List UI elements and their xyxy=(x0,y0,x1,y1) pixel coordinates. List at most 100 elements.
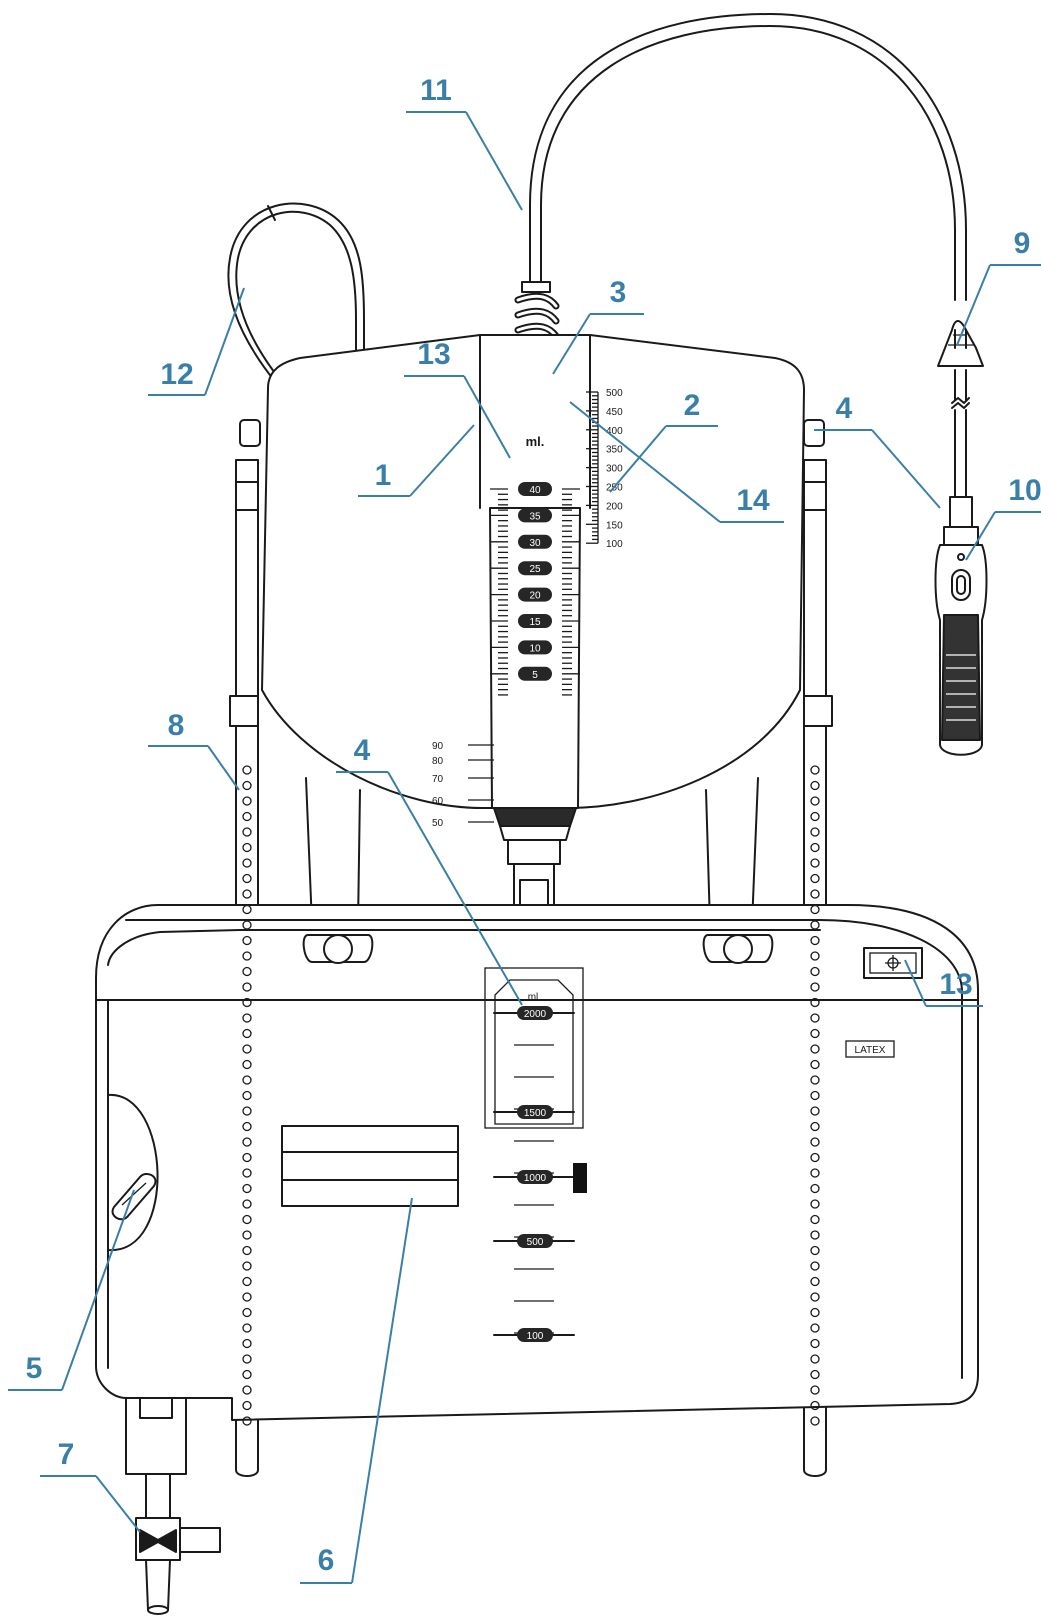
callout-c8: 8 xyxy=(148,709,240,791)
strap-hole xyxy=(810,780,820,791)
strap-hole xyxy=(810,997,820,1008)
strap-hole xyxy=(810,1292,820,1302)
meter-scales: ml.4035302520151055004504003503002502001… xyxy=(432,388,623,829)
callout-c14: 14 xyxy=(569,401,784,523)
bag-graduation-window xyxy=(484,967,584,1129)
callout-number: 13 xyxy=(417,338,450,371)
callout-leader xyxy=(904,959,927,1007)
strap-hole xyxy=(810,1354,820,1364)
meter-left-label: 80 xyxy=(432,756,444,767)
meter-pill xyxy=(518,614,552,628)
strap-hole xyxy=(242,1152,252,1163)
strap-hole xyxy=(810,1183,820,1194)
strap-hole xyxy=(242,1090,252,1101)
strap-hole xyxy=(810,1028,820,1039)
strap-hole xyxy=(242,920,252,930)
callout-c2: 2 xyxy=(609,389,718,493)
strap-hole xyxy=(242,1400,252,1411)
meter-inner-label: 25 xyxy=(529,564,541,575)
strap-hole xyxy=(242,1416,252,1426)
meter-right-label: 200 xyxy=(606,501,623,512)
strap-hole xyxy=(242,842,252,853)
meter-pill xyxy=(518,508,552,523)
strap-hole xyxy=(242,904,252,915)
strap-hole xyxy=(810,873,820,884)
strap-hole xyxy=(242,1323,252,1333)
strap-hole xyxy=(242,997,252,1008)
strap-hole xyxy=(242,1013,252,1023)
strap-hole xyxy=(810,1369,820,1380)
bag-scale-label: 1500 xyxy=(524,1108,547,1119)
callout-number: 7 xyxy=(58,1438,75,1471)
meter-right-label: 150 xyxy=(606,520,623,531)
strap-hole xyxy=(810,1338,820,1349)
collection-bag xyxy=(95,904,979,1421)
strap-hole xyxy=(242,1338,252,1349)
latex-free-mark: LATEX xyxy=(845,1040,895,1058)
strap-hole xyxy=(242,1385,252,1395)
strap-hole xyxy=(242,1245,252,1256)
tube-clamp xyxy=(937,320,984,367)
meter-pill xyxy=(518,534,552,549)
strap-hole xyxy=(810,1245,820,1256)
callout-c1: 1 xyxy=(358,424,475,497)
callout-leader xyxy=(965,511,996,561)
drain-tap xyxy=(125,1397,221,1615)
callout-number: 12 xyxy=(160,358,193,391)
strap-hole xyxy=(242,1199,252,1209)
meter-right-label: 450 xyxy=(606,407,623,418)
callout-c13a: 13 xyxy=(404,338,511,459)
callout-c5: 5 xyxy=(8,1189,135,1391)
meter-pill xyxy=(518,587,552,602)
strap-hole xyxy=(810,1090,820,1101)
callout-number: 5 xyxy=(26,1352,43,1385)
callout-c9: 9 xyxy=(956,227,1041,346)
strap-hole xyxy=(810,1199,820,1209)
strap-hole xyxy=(810,1013,820,1023)
callout-leader xyxy=(351,1197,413,1584)
latex-label: LATEX xyxy=(855,1045,886,1056)
luer-connector xyxy=(934,496,988,756)
bag-scale-label: 500 xyxy=(527,1237,544,1248)
strap-hole xyxy=(810,951,820,961)
strap-hole xyxy=(810,1152,820,1163)
callout-leader xyxy=(409,424,475,497)
callout-number: 11 xyxy=(420,74,452,107)
callout-c12: 12 xyxy=(148,287,245,396)
callout-c4b: 4 xyxy=(336,734,523,1006)
strap-hole xyxy=(810,1137,820,1147)
bag-pill xyxy=(517,1234,553,1248)
strap-hole xyxy=(242,827,252,837)
meter-pill xyxy=(518,561,552,576)
label-area xyxy=(281,1125,459,1207)
callout-c6: 6 xyxy=(300,1197,413,1584)
meter-inner-label: 15 xyxy=(529,617,541,628)
callout-number: 2 xyxy=(684,389,701,422)
strap-hole xyxy=(810,1230,820,1240)
strap-hole xyxy=(242,951,252,961)
strap-hole xyxy=(242,1369,252,1380)
strap-hole xyxy=(242,858,252,868)
meter-inner-label: 5 xyxy=(532,670,538,681)
meter-right-label: 500 xyxy=(606,388,623,399)
bag-pill xyxy=(517,1328,553,1342)
strap-hole xyxy=(810,765,820,775)
callout-c3: 3 xyxy=(552,276,644,375)
strap-hole xyxy=(242,1230,252,1240)
strap-hole xyxy=(810,1323,820,1333)
bag-scale-label: 2000 xyxy=(524,1009,547,1020)
bag-scale-label: 1000 xyxy=(524,1173,547,1184)
callout-number: 9 xyxy=(1014,227,1031,260)
strap-hole xyxy=(242,889,252,899)
drainage-tube xyxy=(529,13,970,498)
strap-hole xyxy=(810,1106,820,1116)
callout-number: 1 xyxy=(375,459,392,492)
callout-leader xyxy=(569,401,721,523)
strap-hole xyxy=(242,1106,252,1116)
meter-pill xyxy=(518,666,552,681)
meter-right-label: 400 xyxy=(606,426,623,437)
callout-leader xyxy=(61,1189,135,1391)
strap-hole xyxy=(242,811,252,822)
